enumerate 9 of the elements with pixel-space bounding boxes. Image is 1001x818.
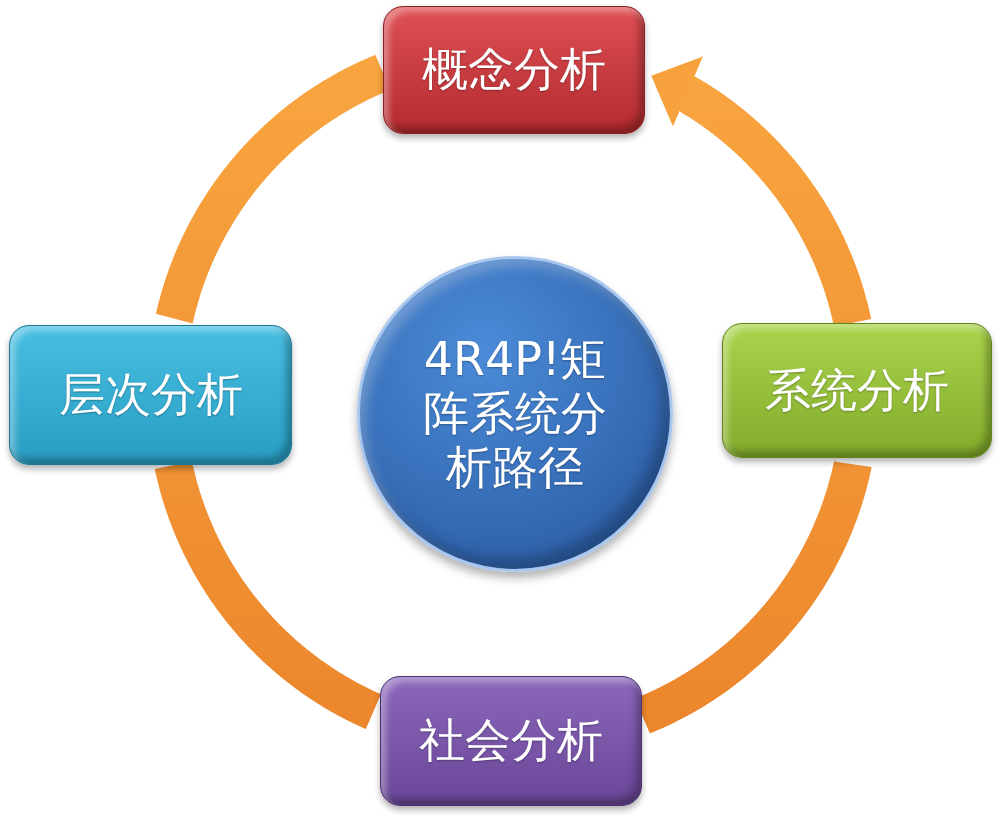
- rounded-box: [9, 325, 292, 465]
- rounded-box: [722, 323, 992, 458]
- rounded-box: [380, 676, 642, 806]
- rounded-box: [383, 6, 645, 134]
- box-label: 社会分析: [419, 713, 603, 769]
- box-label: 系统分析: [765, 362, 949, 419]
- box-label: 层次分析: [58, 367, 243, 423]
- box-label: 概念分析: [422, 42, 606, 98]
- circle-label: 4R4P!矩阵系统分析路径: [422, 333, 608, 495]
